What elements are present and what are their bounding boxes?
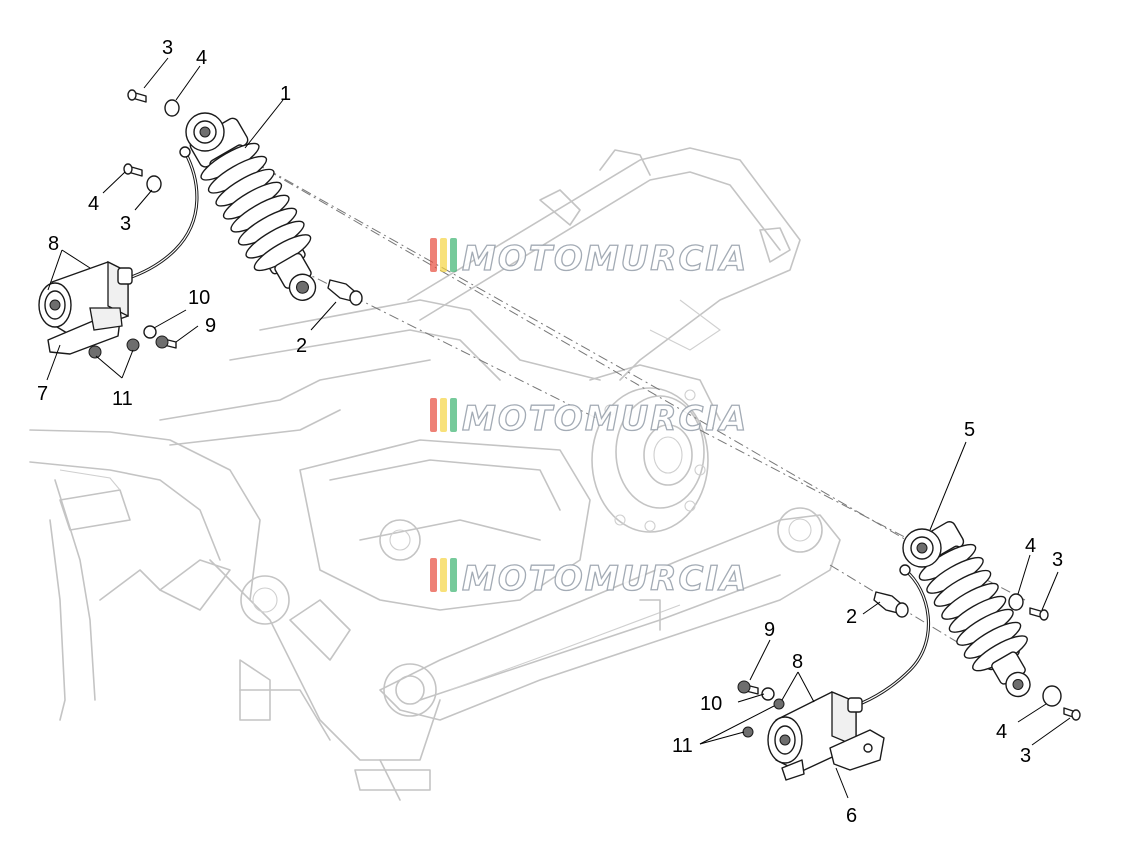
nut	[742, 726, 754, 738]
right-reservoir-bracket	[829, 729, 885, 771]
watermark-text: MOTOMURCIA	[462, 399, 748, 439]
watermark-text: MOTOMURCIA	[462, 239, 748, 279]
nut	[88, 345, 102, 359]
washer	[1008, 593, 1024, 611]
washer	[164, 99, 180, 117]
washer	[761, 687, 775, 701]
spacer-end	[895, 602, 909, 618]
watermark-stripe-yellow	[440, 238, 447, 272]
left-shock-reservoir	[38, 260, 133, 355]
callout-part-2: 2	[846, 606, 857, 628]
right-hardware	[737, 591, 1081, 738]
spacer-end	[349, 290, 363, 306]
watermark-top: MOTOMURCIA	[430, 238, 748, 280]
nut	[126, 338, 140, 352]
watermark: MOTOMURCIA MOTOMURCIA MOTOMURCIA	[430, 238, 748, 600]
right-shock-absorber	[902, 521, 1031, 698]
watermark-text: MOTOMURCIA	[462, 559, 748, 599]
callout-part-4: 4	[196, 47, 207, 69]
watermark-stripe-yellow	[440, 558, 447, 592]
watermark-stripe-red	[430, 558, 437, 592]
washer	[143, 325, 157, 339]
callout-part-4: 4	[1025, 535, 1036, 557]
nut	[773, 698, 785, 710]
callout-part-3: 3	[1052, 549, 1063, 571]
watermark-stripe-yellow	[440, 398, 447, 432]
callout-part-8: 8	[48, 233, 59, 255]
callout-part-3: 3	[1020, 745, 1031, 767]
bolt-head	[1039, 609, 1049, 621]
watermark-middle: MOTOMURCIA	[430, 398, 748, 440]
callout-part-11: 11	[112, 388, 133, 410]
leader-lines	[46, 57, 1071, 799]
motorcycle-frame	[29, 147, 841, 801]
callout-part-9: 9	[205, 315, 216, 337]
callout-part-2: 2	[296, 335, 307, 357]
bolt-head	[155, 335, 169, 349]
washer	[146, 175, 162, 193]
right-reservoir-hose	[860, 564, 931, 705]
watermark-stripe-green	[450, 398, 457, 432]
callout-part-4: 4	[88, 193, 99, 215]
right-shock-reservoir	[767, 691, 885, 781]
callout-part-7: 7	[37, 383, 48, 405]
callout-part-1: 1	[280, 83, 291, 105]
bolt-head	[123, 163, 133, 175]
callout-part-8: 8	[792, 651, 803, 673]
callout-part-5: 5	[964, 419, 975, 441]
callout-part-6: 6	[846, 805, 857, 827]
callout-part-10: 10	[188, 287, 210, 309]
watermark-stripe-red	[430, 238, 437, 272]
left-reservoir-hose	[120, 146, 199, 282]
callout-part-11: 11	[672, 735, 693, 757]
watermark-stripe-green	[450, 238, 457, 272]
callout-part-3: 3	[120, 213, 131, 235]
bolt-head	[1071, 709, 1081, 721]
bolt-head	[127, 89, 137, 101]
washer	[1042, 685, 1062, 707]
callout-part-3: 3	[162, 37, 173, 59]
bolt-head	[737, 680, 751, 694]
left-hardware	[88, 89, 363, 359]
callout-part-10: 10	[700, 693, 722, 715]
left-shock-absorber	[185, 112, 317, 301]
callout-part-4: 4	[996, 721, 1007, 743]
callout-labels: 1 3 4 4 3 8 7 11 10 9 2 5 2 4 3 4 3 8 9 …	[37, 37, 1063, 827]
callout-part-9: 9	[764, 619, 775, 641]
watermark-bottom: MOTOMURCIA	[430, 558, 748, 600]
watermark-stripe-green	[450, 558, 457, 592]
watermark-stripe-red	[430, 398, 437, 432]
